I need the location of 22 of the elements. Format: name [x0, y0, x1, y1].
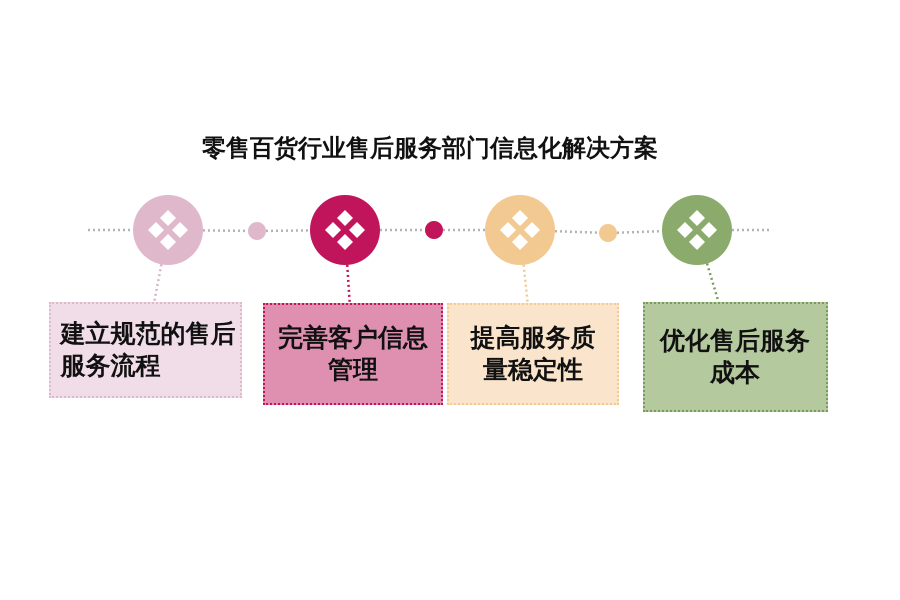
- connector-line: [554, 230, 600, 234]
- connector-line: [152, 264, 163, 302]
- step-text: 提高服务质量稳定性: [469, 322, 596, 386]
- step-box: [642, 302, 828, 412]
- connector-line: [266, 229, 310, 232]
- connector-line: [732, 228, 772, 232]
- step-text: 建立规范的售后服务流程: [60, 318, 236, 382]
- connector-line: [88, 228, 133, 232]
- step-box: [48, 302, 242, 398]
- timeline-dot: [425, 221, 443, 239]
- timeline-dot: [599, 224, 617, 242]
- step-box: [263, 303, 443, 405]
- connector-line: [346, 264, 351, 304]
- connector-line: [706, 263, 720, 302]
- step-text: 完善客户信息管理: [277, 322, 429, 386]
- connector-line: [380, 228, 425, 232]
- connector-line: [443, 228, 485, 232]
- step-text: 优化售后服务成本: [658, 325, 811, 389]
- title: 零售百货行业售后服务部门信息化解决方案: [201, 133, 659, 164]
- timeline-dot: [248, 222, 266, 240]
- step-box: [447, 303, 619, 405]
- connector-line: [522, 264, 529, 304]
